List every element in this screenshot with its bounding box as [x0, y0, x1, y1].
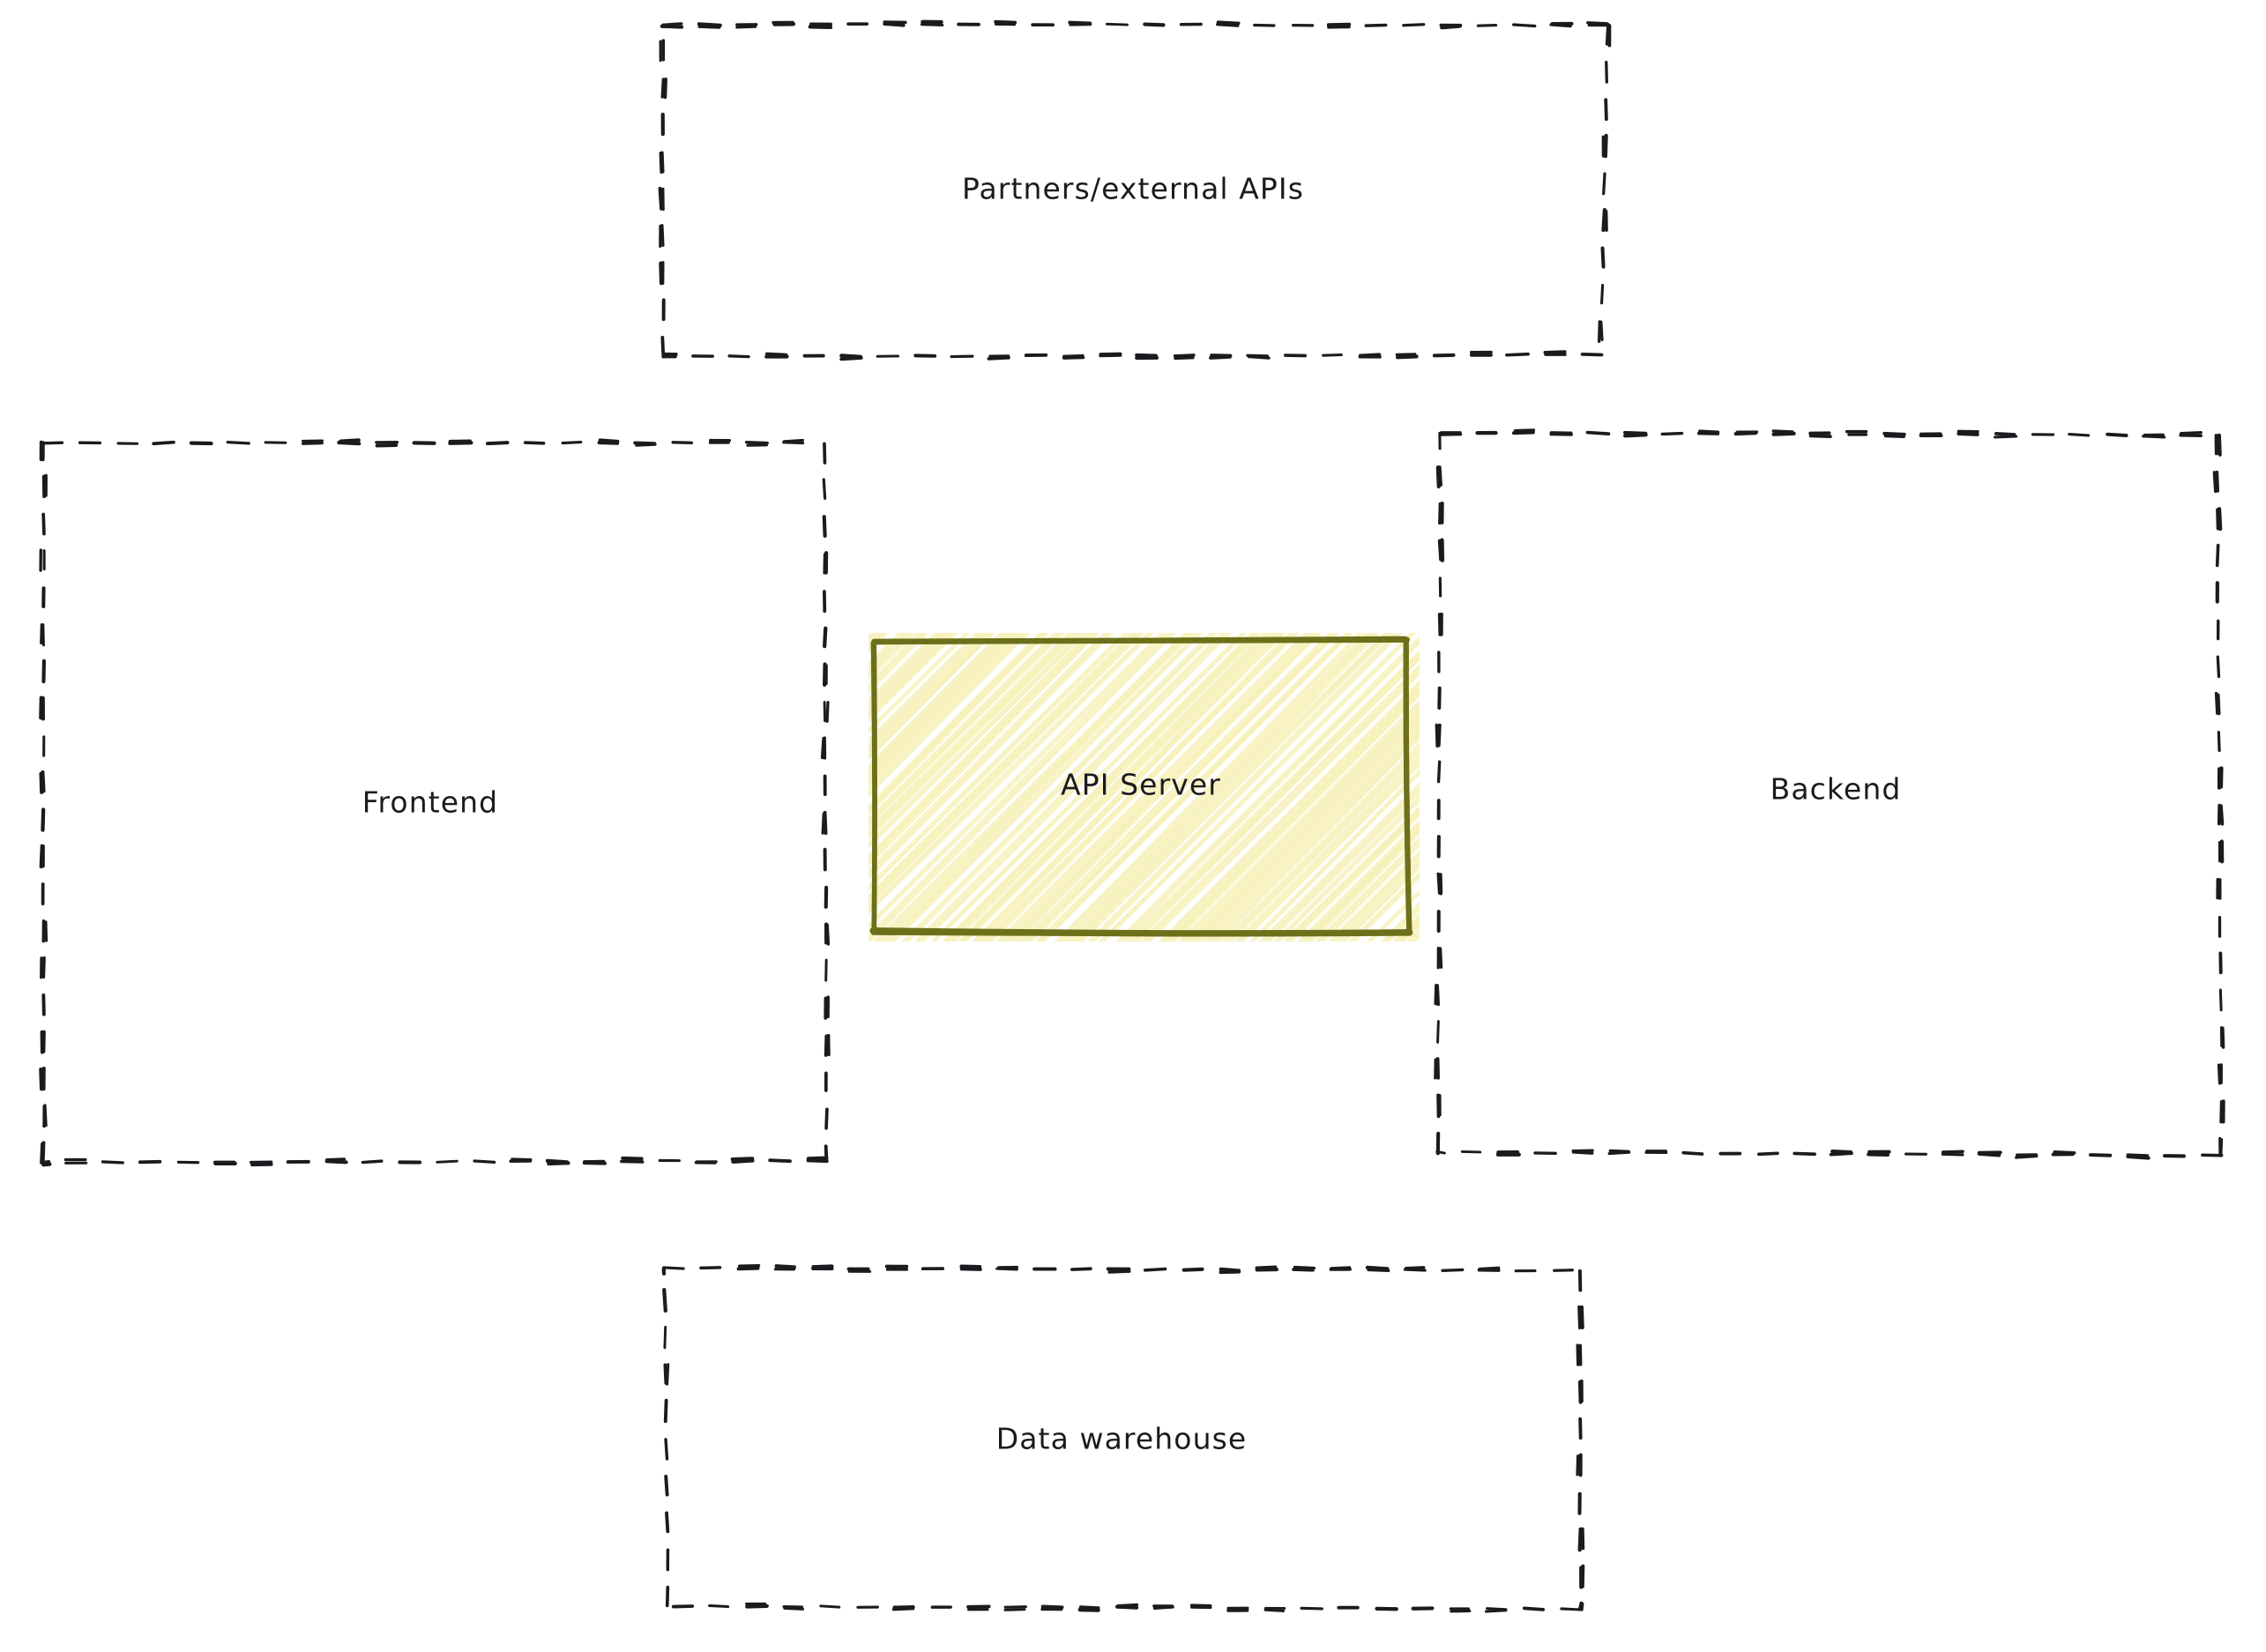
shape-frontend — [39, 438, 831, 1167]
shape-data-warehouse — [661, 1264, 1585, 1613]
node-label-api-server: API Server — [1061, 767, 1221, 802]
shape-partners-external-apis — [658, 19, 1612, 361]
node-label-backend: Backend — [1770, 771, 1902, 807]
node-label-data-warehouse: Data warehouse — [995, 1421, 1248, 1456]
shape-api-server — [868, 633, 1420, 941]
node-label-partners-external-apis: Partners/external APIs — [961, 171, 1305, 206]
shape-backend — [1434, 428, 2225, 1160]
node-label-frontend: Frontend — [362, 785, 499, 820]
